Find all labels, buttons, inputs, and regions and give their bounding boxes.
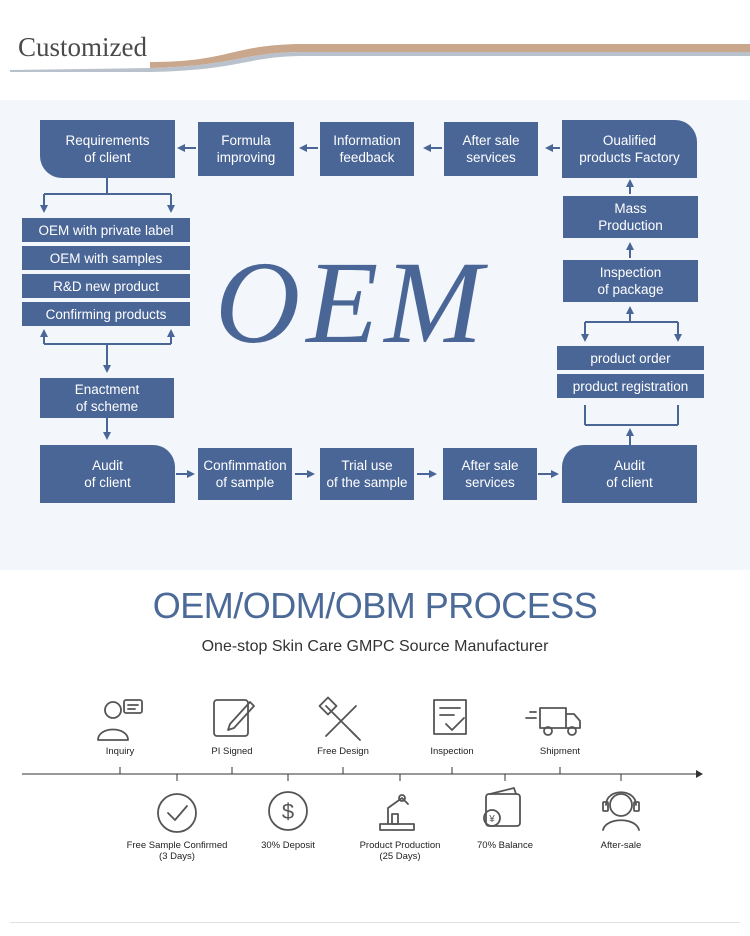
- free-design-icon: [318, 696, 361, 741]
- box-after-sale-services-bottom: After sale services: [443, 448, 537, 500]
- option-product-order: product order: [557, 346, 704, 370]
- box-inspection-of-package: Inspection of package: [563, 260, 698, 302]
- footer-divider: [10, 922, 740, 923]
- shipment-icon: [525, 707, 581, 736]
- box-after-sale-services-top: After sale services: [444, 122, 538, 176]
- process-icons: $ ¥: [97, 696, 640, 833]
- step-label-deposit: 30% Deposit: [261, 840, 315, 851]
- inquiry-icon: [97, 699, 143, 741]
- step-label-free-design: Free Design: [317, 746, 369, 757]
- box-formula-improving: Formula improving: [198, 122, 294, 176]
- option-oem-with-samples: OEM with samples: [22, 246, 190, 270]
- process-title: OEM/ODM/OBM PROCESS: [152, 585, 598, 626]
- step-label-pi-signed: PI Signed: [211, 746, 253, 757]
- box-information-feedback: Information feedback: [320, 122, 414, 176]
- header-swoosh: [10, 44, 750, 72]
- box-audit-of-client-right: Audit of client: [562, 445, 697, 503]
- production-icon: [379, 794, 415, 831]
- step-label-after-sale: After-sale: [600, 840, 642, 851]
- option-product-registration: product registration: [557, 374, 704, 398]
- inspection-icon: [433, 699, 467, 735]
- option-confirming-products: Confirming products: [22, 302, 190, 326]
- svg-text:¥: ¥: [488, 814, 495, 825]
- process-timeline: [22, 767, 703, 781]
- box-audit-of-client-left: Audit of client: [40, 445, 175, 503]
- svg-text:$: $: [282, 799, 294, 824]
- step-label-inquiry: Inquiry: [105, 746, 135, 757]
- step-label-balance: 70% Balance: [477, 840, 533, 851]
- deposit-icon: $: [268, 791, 308, 831]
- box-requirements-of-client: Requirements of client: [40, 120, 175, 178]
- after-sale-icon: [602, 791, 640, 831]
- balance-icon: ¥: [483, 787, 521, 827]
- step-label-inspection: Inspection: [430, 746, 474, 757]
- box-confirmation-of-sample: Confimmation of sample: [198, 448, 292, 500]
- box-trial-use-of-sample: Trial use of the sample: [320, 448, 414, 500]
- step-label-production: Product Production (25 Days): [359, 840, 441, 862]
- process-subtitle: One-stop Skin Care GMPC Source Manufactu…: [201, 638, 549, 655]
- diagram-arrows: [40, 144, 682, 478]
- box-qualified-products-factory: Oualified products Factory: [562, 120, 697, 178]
- option-rd-new-product: R&D new product: [22, 274, 190, 298]
- free-sample-icon: [157, 793, 197, 833]
- box-mass-production: Mass Production: [563, 196, 698, 238]
- page-title: Customized: [18, 32, 147, 62]
- pi-signed-icon: [213, 699, 255, 737]
- oem-watermark: OEM: [215, 237, 489, 368]
- box-enactment-of-scheme: Enactment of scheme: [40, 378, 174, 418]
- step-label-shipment: Shipment: [539, 746, 581, 757]
- option-oem-private-label: OEM with private label: [22, 218, 190, 242]
- step-label-free-sample: Free Sample Confirmed (3 Days): [126, 840, 228, 862]
